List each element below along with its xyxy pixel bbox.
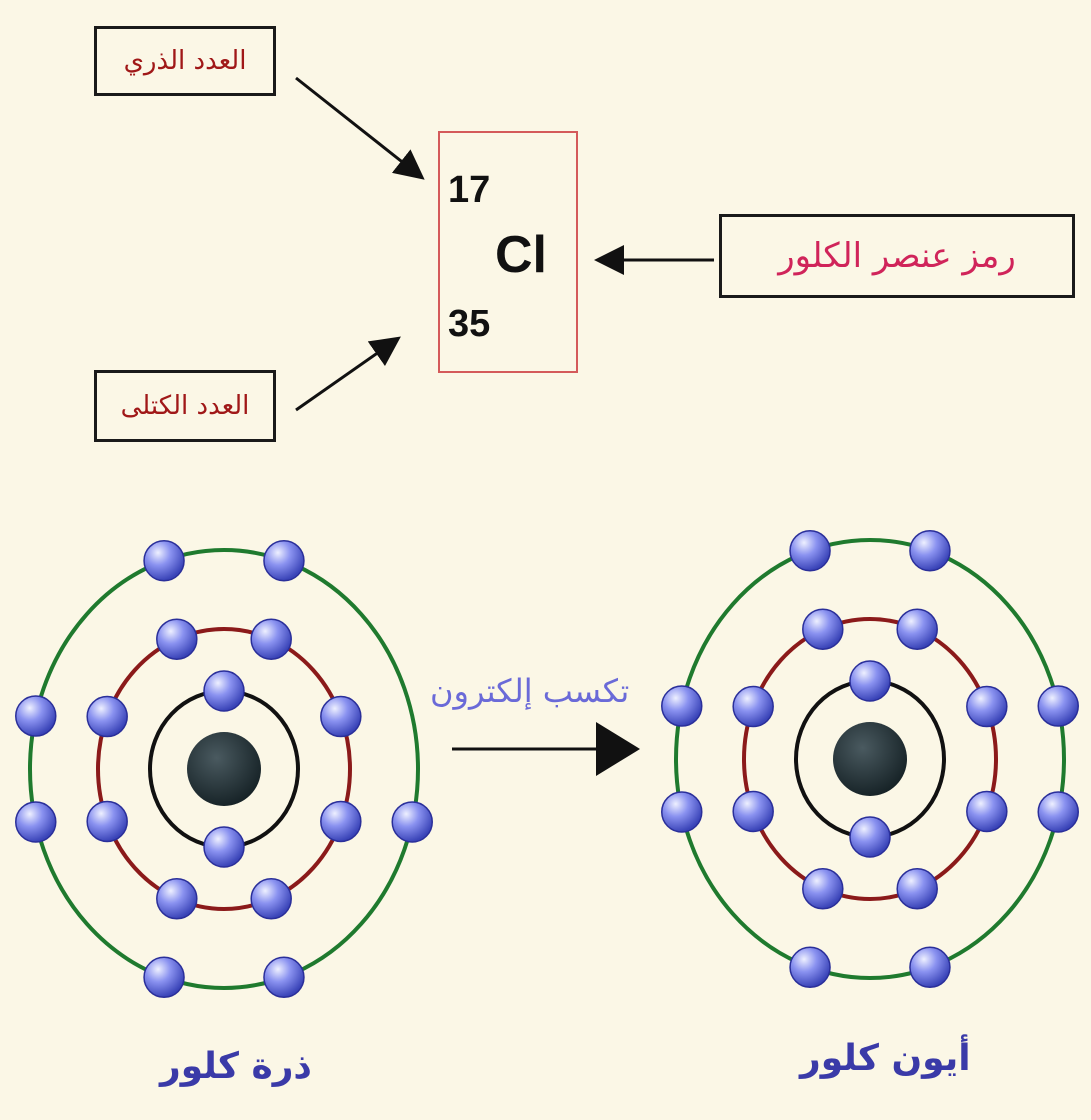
ion-electron	[1037, 791, 1079, 833]
atom-electron	[263, 956, 305, 999]
ion-nucleus	[833, 722, 907, 796]
atom-nucleus	[187, 732, 261, 806]
chlorine-ion-caption: أيون كلور	[800, 1038, 971, 1079]
ion-electron	[896, 868, 938, 910]
atomic-number-arrow	[295, 76, 425, 180]
atom-electron	[156, 618, 198, 660]
atom-electron	[156, 878, 198, 920]
atom-electron	[203, 826, 245, 868]
ion-electron	[896, 608, 938, 650]
gain-electron-arrowhead	[596, 722, 640, 776]
atomic-number-label: العدد الذري	[94, 26, 276, 96]
chlorine-atom-caption: ذرة كلور	[160, 1046, 312, 1087]
ion-electron	[849, 816, 891, 858]
atom-electron	[143, 539, 185, 582]
ion-electron	[909, 946, 951, 989]
element-mass-number: 35	[448, 303, 491, 345]
atom-electron	[250, 618, 292, 660]
atom-electron	[320, 695, 362, 738]
atom-electron	[203, 670, 245, 712]
mass-number-arrow	[295, 336, 401, 412]
ion-electron	[661, 791, 703, 833]
atom-electron	[86, 695, 128, 738]
atom-electron	[320, 800, 362, 843]
atom-electron	[391, 801, 433, 843]
ion-electron	[732, 685, 774, 728]
chlorine-ion-model	[661, 529, 1079, 989]
ion-electron	[732, 790, 774, 833]
ion-shell-2	[742, 617, 998, 901]
ion-electron	[909, 529, 951, 572]
element-symbol: Cl	[495, 226, 547, 284]
element-symbol-label: رمز عنصر الكلور	[719, 214, 1075, 298]
atom-electron	[143, 956, 185, 999]
ion-electron	[849, 660, 891, 702]
atom-shell-3	[28, 548, 420, 990]
ion-electron	[661, 685, 703, 727]
ion-electron	[1037, 685, 1079, 727]
ion-electron	[802, 608, 844, 650]
ion-electron	[789, 529, 831, 572]
atom-electron	[263, 539, 305, 582]
ion-shell-3	[674, 538, 1066, 980]
ion-electron	[966, 685, 1008, 728]
atom-electron	[86, 800, 128, 843]
ion-electron	[802, 868, 844, 910]
atom-electron	[15, 695, 57, 737]
atom-electron	[250, 878, 292, 920]
ion-electron	[789, 946, 831, 989]
atom-electron	[15, 801, 57, 843]
mass-number-label: العدد الكتلى	[94, 370, 276, 442]
element-atomic-number: 17	[448, 169, 491, 211]
chlorine-atom-model	[15, 539, 433, 999]
gain-electron-caption: تكسب إلكترون	[430, 672, 630, 710]
ion-electron	[966, 790, 1008, 833]
atom-shell-2	[96, 627, 352, 911]
element-notation-box: 17 Cl 35	[438, 131, 578, 373]
